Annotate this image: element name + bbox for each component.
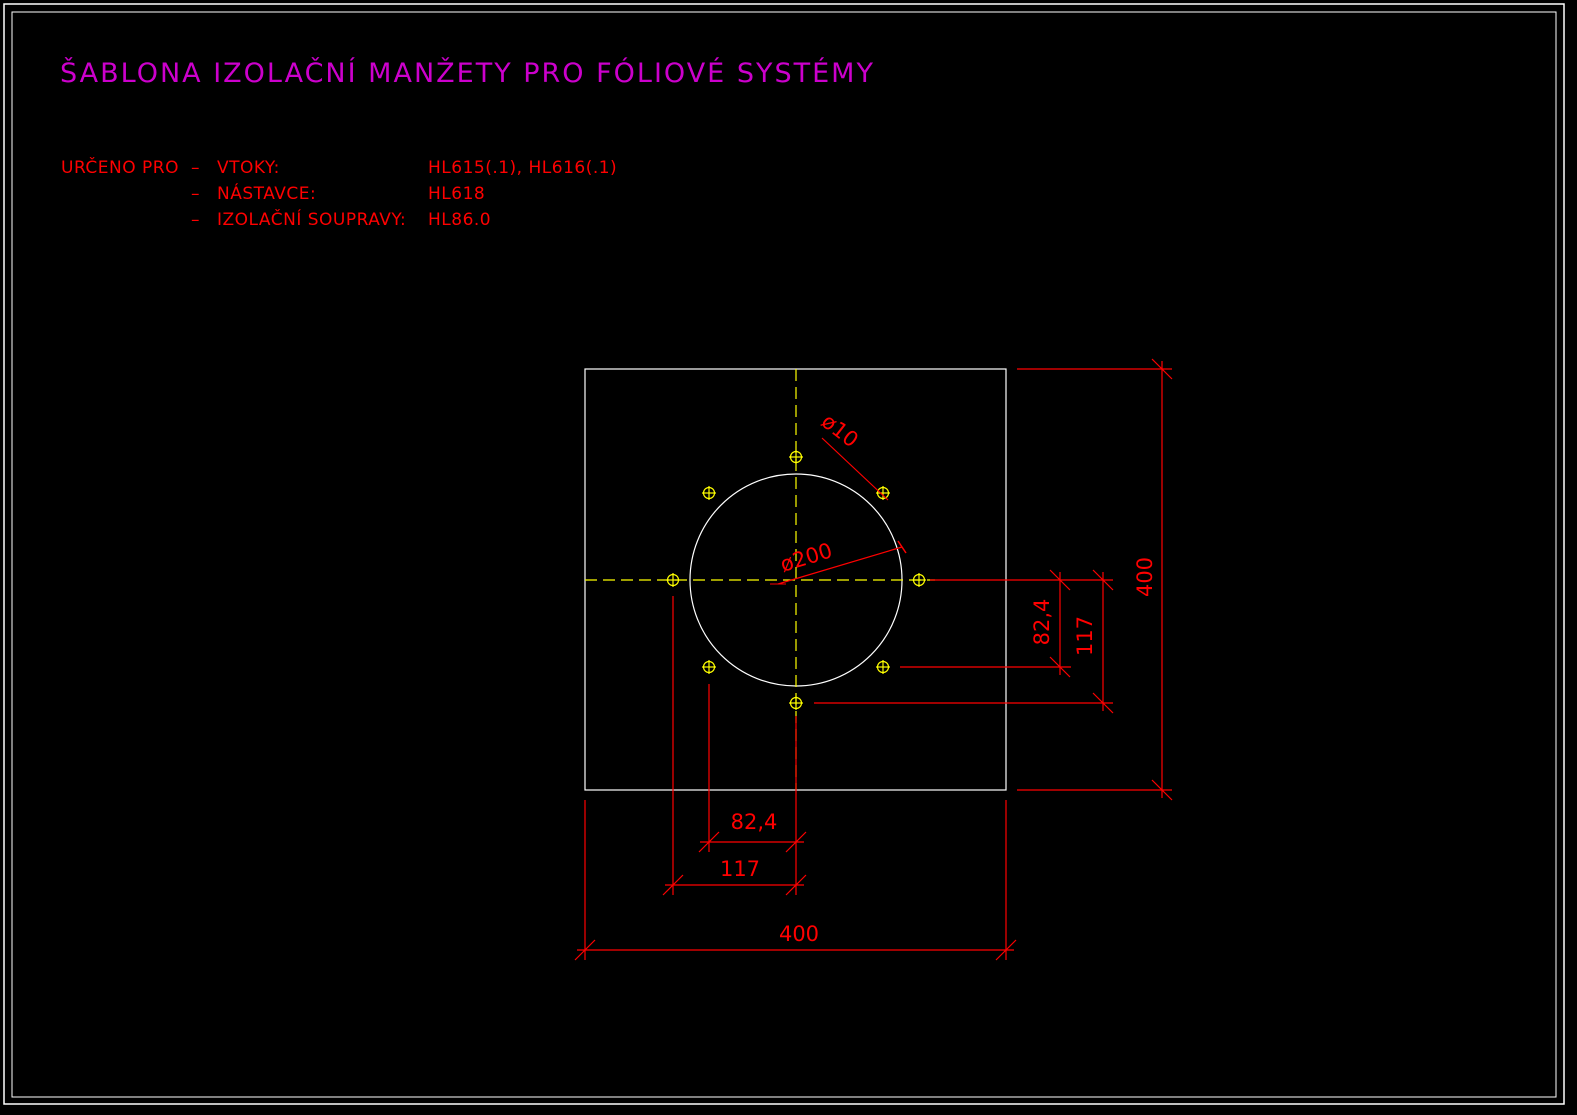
vertical-inner-label: 82,4 bbox=[1030, 599, 1054, 646]
bolt-hole bbox=[789, 450, 803, 464]
bolt-hole bbox=[789, 696, 803, 710]
dimension-labels: ø10 ø200 400 82,4 117 82,4 117 400 bbox=[720, 409, 1157, 946]
row-dash: – bbox=[191, 210, 200, 230]
row-dash: – bbox=[191, 158, 200, 178]
horizontal-outer-label: 117 bbox=[720, 857, 760, 881]
row-value-extensions: HL618 bbox=[428, 184, 485, 204]
row-value-inlets: HL615(.1), HL616(.1) bbox=[428, 158, 617, 178]
center-diameter-label: ø200 bbox=[777, 538, 835, 576]
intended-for-block: URČENO PRO – VTOKY: HL615(.1), HL616(.1)… bbox=[61, 156, 617, 230]
width-label: 400 bbox=[779, 922, 819, 946]
hole-diameter-label: ø10 bbox=[817, 409, 863, 452]
hole-diameter-leader bbox=[821, 437, 889, 501]
bolt-hole bbox=[876, 660, 890, 674]
row-value-insulation-kits: HL86.0 bbox=[428, 210, 491, 230]
row-category-insulation-kits: IZOLAČNÍ SOUPRAVY: bbox=[217, 208, 406, 230]
intended-for-label: URČENO PRO bbox=[61, 156, 179, 178]
row-category-inlets: VTOKY: bbox=[217, 158, 280, 178]
bolt-hole bbox=[666, 573, 680, 587]
vertical-outer-label: 117 bbox=[1073, 616, 1097, 656]
center-diameter-line bbox=[777, 546, 903, 585]
bolt-hole bbox=[912, 573, 926, 587]
drawing-title: ŠABLONA IZOLAČNÍ MANŽETY PRO FÓLIOVÉ SYS… bbox=[60, 57, 875, 89]
horizontal-inner-label: 82,4 bbox=[731, 810, 778, 834]
row-dash: – bbox=[191, 184, 200, 204]
bolt-hole bbox=[702, 660, 716, 674]
row-category-extensions: NÁSTAVCE: bbox=[217, 182, 316, 204]
frame-outer bbox=[3, 3, 1565, 1105]
height-label: 400 bbox=[1133, 557, 1157, 597]
bolt-hole bbox=[876, 486, 890, 500]
dimensions bbox=[574, 358, 1173, 961]
bolt-hole bbox=[702, 486, 716, 500]
frame-inner bbox=[11, 11, 1557, 1098]
bolt-holes bbox=[666, 450, 926, 710]
